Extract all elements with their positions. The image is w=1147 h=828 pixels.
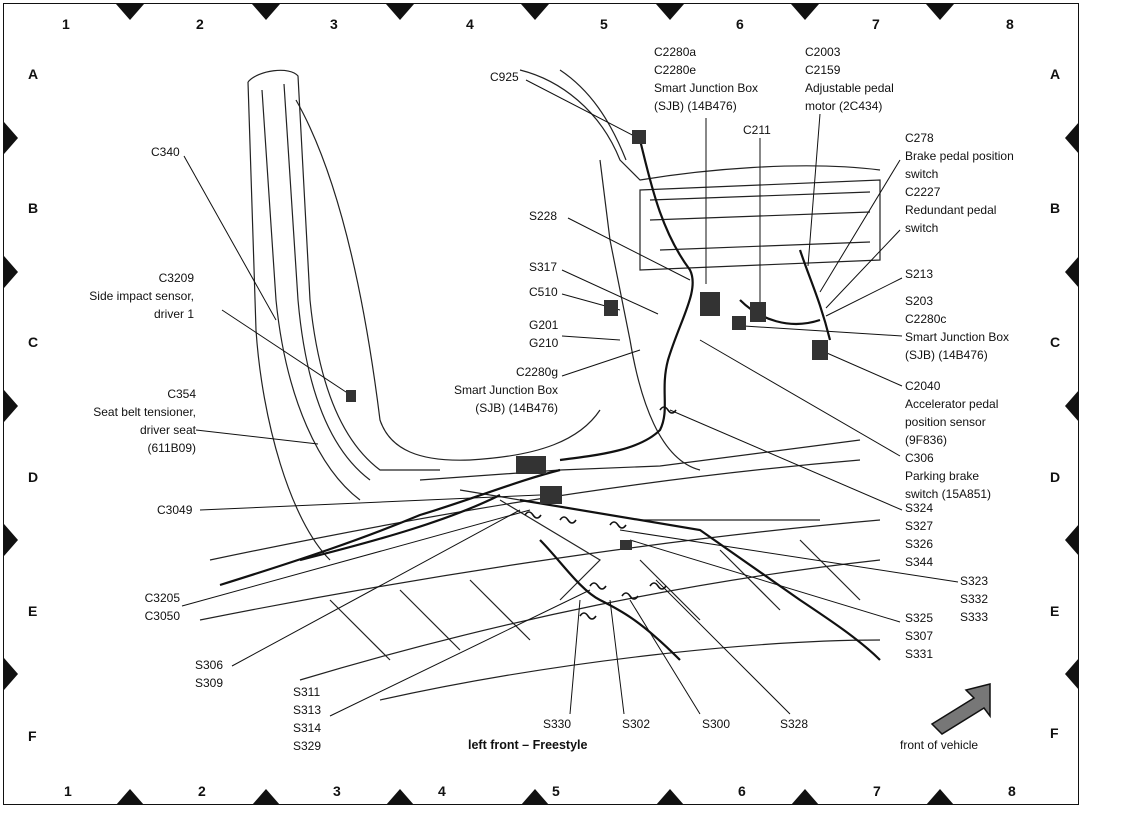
label-c3209-side-impact: C3209 Side impact sensor, driver 1 (89, 271, 194, 321)
label-c3205-c3050: C3205 C3050 (144, 591, 180, 623)
grid-row-b-right: B (1050, 200, 1061, 216)
grid-col-3: 3 (330, 16, 338, 32)
label-s306-s309: S306 S309 (195, 658, 224, 690)
grid-row-d: D (28, 469, 39, 485)
grid-col-8: 8 (1006, 16, 1014, 32)
connector-blocks (346, 130, 828, 550)
grid-triangles (4, 4, 1079, 805)
grid-row-f: F (28, 728, 37, 744)
diagram-caption: left front – Freestyle (468, 738, 588, 752)
grid-col-1: 1 (62, 16, 70, 32)
grid-row-a: A (28, 66, 39, 82)
label-s325-group: S325 S307 S331 (905, 611, 934, 661)
grid-col-3-bottom: 3 (333, 783, 341, 799)
label-s324-group: S324 S327 S326 S344 (905, 501, 934, 569)
grid-col-6-bottom: 6 (738, 783, 746, 799)
grid-col-7-bottom: 7 (873, 783, 881, 799)
callout-leader-lines (181, 79, 959, 717)
label-s323-group: S323 S332 S333 (960, 574, 989, 624)
grid-col-6: 6 (736, 16, 744, 32)
grid-col-5: 5 (600, 16, 608, 32)
label-c278-brake-switch: C278 Brake pedal position switch C2227 R… (905, 131, 1014, 235)
label-s228: S228 (529, 209, 558, 223)
label-s330: S330 (543, 717, 572, 731)
label-c211: C211 (743, 123, 771, 137)
label-s300: S300 (702, 717, 731, 731)
grid-col-2-bottom: 2 (198, 783, 206, 799)
grid-row-f-right: F (1050, 725, 1059, 741)
grid-row-c: C (28, 334, 39, 350)
grid-col-4: 4 (466, 16, 474, 32)
label-c510: C510 (529, 285, 558, 299)
grid-col-4-bottom: 4 (438, 783, 446, 799)
grid-row-c-right: C (1050, 334, 1061, 350)
grid-row-e: E (28, 603, 38, 619)
vehicle-body-outline (199, 69, 881, 701)
grid-row-a-right: A (1050, 66, 1061, 82)
label-g201-g210: G201 G210 (529, 318, 559, 350)
label-s311-group: S311 S313 S314 S329 (293, 685, 322, 753)
grid-row-d-right: D (1050, 469, 1061, 485)
label-c2280a-sjb: C2280a C2280e Smart Junction Box (SJB) (… (654, 45, 759, 113)
front-of-vehicle-label: front of vehicle (900, 738, 979, 752)
label-s328: S328 (780, 717, 809, 731)
grid-col-1-bottom: 1 (64, 783, 72, 799)
grid-row-b: B (28, 200, 39, 216)
label-s203-sjb: S203 C2280c Smart Junction Box (SJB) (14… (905, 294, 1010, 362)
label-s302: S302 (622, 717, 651, 731)
label-s317: S317 (529, 260, 558, 274)
wiring-harness (219, 139, 881, 661)
front-direction-arrow-icon (930, 683, 991, 735)
splice-markers (524, 406, 677, 620)
label-s213: S213 (905, 267, 934, 281)
label-c2040-accel-sensor: C2040 Accelerator pedal position sensor … (905, 379, 999, 501)
grid-col-5-bottom: 5 (552, 783, 560, 799)
label-c925: C925 (490, 70, 519, 84)
label-c2280g-sjb: C2280g Smart Junction Box (SJB) (14B476) (453, 365, 558, 415)
grid-col-8-bottom: 8 (1008, 783, 1016, 799)
label-c340: C340 (151, 145, 180, 159)
label-c354-seat-belt: C354 Seat belt tensioner, driver seat (6… (93, 387, 196, 455)
grid-col-2: 2 (196, 16, 204, 32)
grid-row-e-right: E (1050, 603, 1060, 619)
grid-col-7: 7 (872, 16, 880, 32)
label-c2003-pedal-motor: C2003 C2159 Adjustable pedal motor (2C43… (805, 45, 894, 113)
label-c3049: C3049 (157, 503, 193, 517)
